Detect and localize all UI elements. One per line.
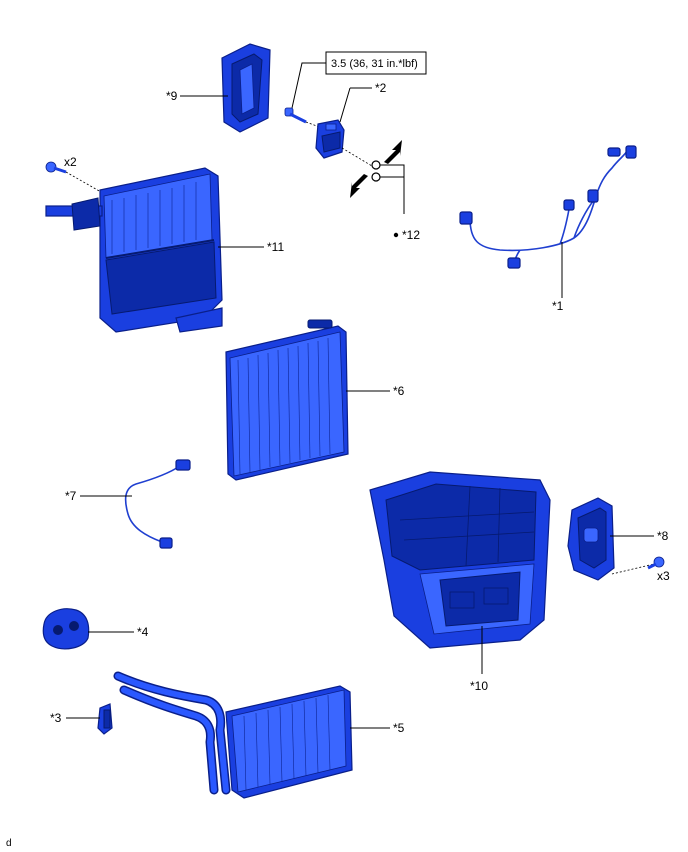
bolt-icon <box>284 107 307 124</box>
label-part-8: *8 <box>657 529 669 543</box>
o-ring-icon <box>371 160 381 182</box>
label-part-4: *4 <box>137 625 149 639</box>
screw-icon <box>647 556 665 570</box>
label-part-3: *3 <box>50 711 62 725</box>
label-part-2: *2 <box>375 81 387 95</box>
label-part-6: *6 <box>393 384 405 398</box>
part-2-expansion-valve <box>315 119 345 159</box>
arrow-icon <box>350 140 402 198</box>
part-5-heater-core <box>113 671 353 799</box>
part-9-cover <box>221 43 271 133</box>
part-6-evaporator <box>225 319 349 481</box>
label-part-10: *10 <box>470 679 488 693</box>
label-part-11: *11 <box>267 240 284 254</box>
label-part-12: *12 <box>402 228 420 242</box>
label-x3: x3 <box>657 569 670 583</box>
torque-spec-box: 3.5 (36, 31 in.*lbf) <box>325 51 427 75</box>
label-part-7: *7 <box>65 489 77 503</box>
label-part-5: *5 <box>393 721 405 735</box>
label-part-1: *1 <box>552 299 564 313</box>
label-part-9: *9 <box>166 89 178 103</box>
part-4-grommet <box>42 608 90 650</box>
part-8-servo-motor <box>567 497 615 581</box>
part-10-unit-case <box>369 471 551 649</box>
part-3-clamp <box>97 703 113 735</box>
dot-marker <box>393 232 399 238</box>
label-x2: x2 <box>64 155 77 169</box>
part-1-wire-harness <box>459 145 637 269</box>
part-7-sensor <box>124 459 191 549</box>
part-11-case <box>45 167 223 333</box>
diagram-code: d <box>6 838 12 849</box>
torque-spec-text: 3.5 (36, 31 in.*lbf) <box>331 58 418 70</box>
screw-icon <box>45 161 67 174</box>
